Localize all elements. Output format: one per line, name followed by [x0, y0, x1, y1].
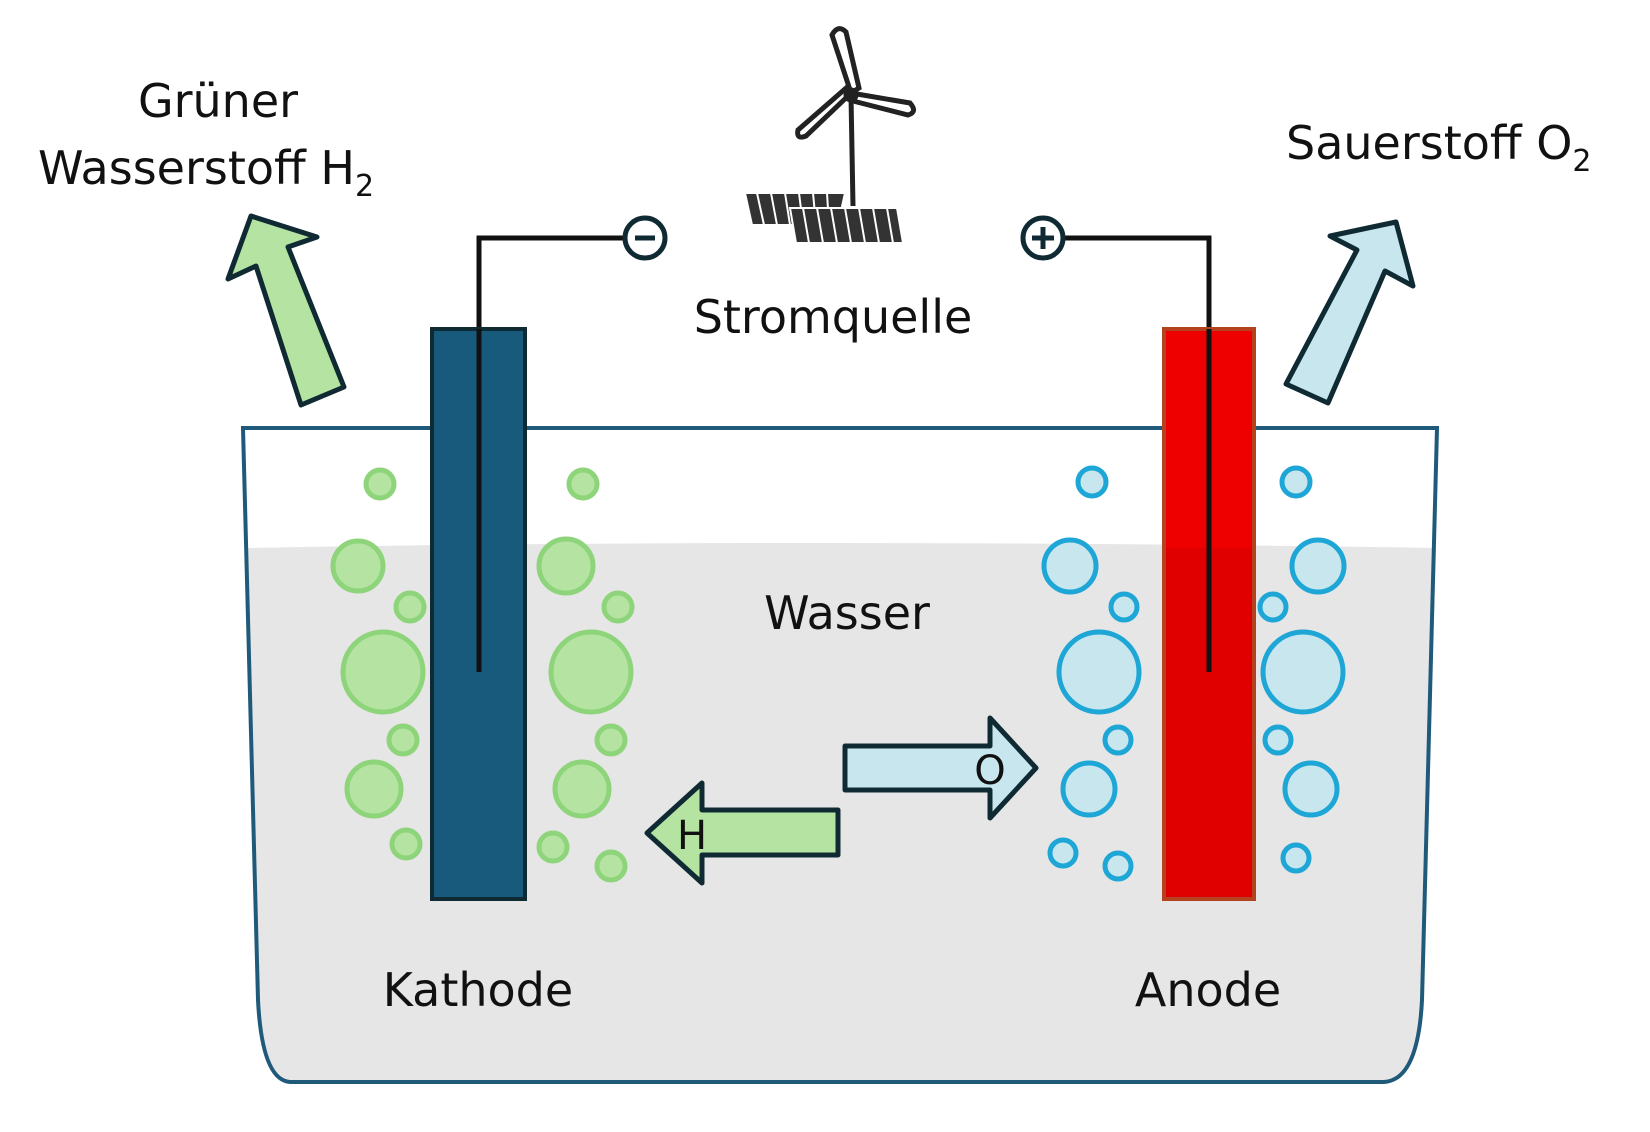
bubble [1102, 724, 1134, 756]
bubble [1280, 842, 1312, 874]
bubble [1262, 724, 1294, 756]
bubble [536, 536, 596, 596]
bubble [1257, 591, 1289, 623]
bubble [363, 467, 397, 501]
solar-panel-icon [743, 192, 905, 244]
hydrogen-output-arrow [225, 213, 347, 408]
cathode-label: Kathode [383, 963, 573, 1017]
oxygen-output-arrow [1283, 219, 1416, 406]
plus-terminal [1020, 215, 1066, 261]
bubble [344, 759, 404, 819]
bubble [1102, 850, 1134, 882]
hydrogen-ion-arrow [644, 780, 841, 886]
oxygen-ion-label: O [974, 748, 1005, 794]
tank-outline [240, 426, 1440, 1084]
minus-terminal [622, 215, 668, 261]
bubble [340, 629, 426, 715]
wind-turbine-icon [795, 26, 916, 207]
anode-label: Anode [1135, 963, 1281, 1017]
bubble [548, 629, 634, 715]
bubble [1060, 760, 1118, 818]
hydrogen-label-line1: Grüner [138, 74, 298, 128]
bubble [1108, 591, 1140, 623]
bubble [1260, 629, 1346, 715]
bubble [1056, 629, 1142, 715]
bubble [1075, 465, 1109, 499]
hydrogen-ion-label: H [677, 813, 707, 859]
bubble [330, 538, 386, 594]
bubble [1279, 465, 1313, 499]
bubble [386, 723, 420, 757]
water-label: Wasser [764, 586, 930, 640]
bubble [1047, 837, 1079, 869]
bubble [536, 830, 570, 864]
power-source-label: Stromquelle [694, 290, 973, 344]
hydrogen-bubbles [330, 467, 635, 883]
oxygen-label: Sauerstoff O2 [1286, 116, 1592, 179]
bubble [393, 590, 427, 624]
oxygen-ion-arrow [842, 715, 1039, 821]
bubble [552, 759, 612, 819]
bubble [1282, 760, 1340, 818]
hydrogen-label-line2: Wasserstoff H2 [38, 141, 374, 204]
bubble [1041, 537, 1099, 595]
oxygen-bubbles [1041, 465, 1347, 882]
bubble [389, 827, 423, 861]
bubble [566, 467, 600, 501]
bubble [594, 849, 628, 883]
bubble [601, 590, 635, 624]
bubble [1289, 537, 1347, 595]
bubble [594, 723, 628, 757]
